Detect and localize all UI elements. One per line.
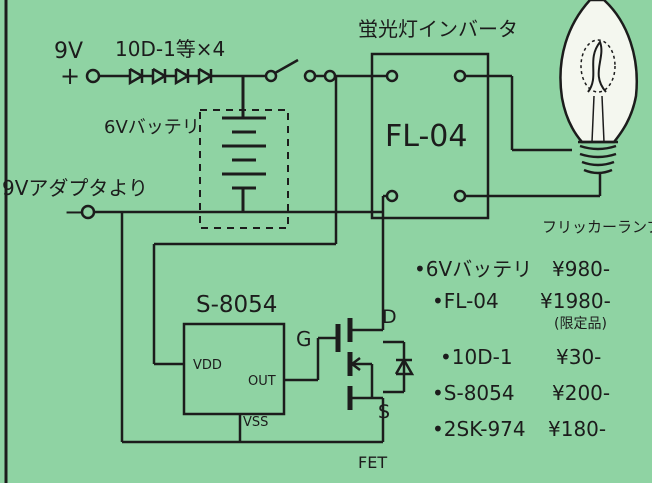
- diode-2: [151, 67, 168, 86]
- diode-4: [197, 67, 214, 86]
- adapter-label: 9Vアダプタより: [2, 176, 148, 200]
- part-note: (限定品): [554, 316, 607, 332]
- inverter-title: 蛍光灯インバータ: [358, 17, 518, 41]
- fet-symbol: [335, 212, 415, 442]
- diode-chain: [99, 67, 266, 86]
- part-name: •10D-1: [440, 345, 513, 369]
- part-price: ¥200-: [552, 381, 610, 405]
- lamp-label: フリッカーランプ: [542, 218, 652, 236]
- ic-body: [182, 322, 286, 416]
- fet-drain-label: D: [382, 306, 397, 328]
- power-switch: [264, 58, 383, 83]
- battery-label: 6Vバッテリ: [104, 117, 200, 138]
- part-price: ¥1980-: [540, 289, 611, 313]
- inverter-terminals: [381, 69, 602, 212]
- diode-1: [128, 67, 145, 86]
- diode-3: [174, 67, 191, 86]
- fet-label: FET: [358, 453, 387, 472]
- ic-model: S-8054: [196, 292, 277, 318]
- part-price: ¥30-: [556, 345, 601, 369]
- plus-label: +: [60, 62, 80, 90]
- part-price: ¥180-: [548, 417, 606, 441]
- part-name: •S-8054: [432, 381, 515, 405]
- part-price: ¥980-: [552, 257, 610, 281]
- part-name: •2SK-974: [432, 417, 526, 441]
- minus-label: −: [64, 198, 84, 226]
- input-voltage-label: 9V: [54, 39, 83, 64]
- flicker-lamp-icon: [559, 0, 638, 175]
- parts-list: •6Vバッテリ ¥980- •FL-04 ¥1980- (限定品) •10D-1…: [414, 257, 611, 441]
- inverter-box: [370, 52, 490, 220]
- part-name: •6Vバッテリ: [414, 257, 532, 281]
- ic-pin-vss: VSS: [243, 415, 268, 430]
- ic-pin-out: OUT: [248, 374, 276, 389]
- ic-wiring: [152, 76, 338, 442]
- diode-label: 10D-1等×4: [115, 37, 225, 61]
- inverter-model: FL-04: [385, 119, 467, 154]
- ic-pin-vdd: VDD: [193, 358, 222, 373]
- plus-terminal: [85, 68, 101, 84]
- battery-symbol: [222, 76, 266, 212]
- part-name: •FL-04: [432, 289, 499, 313]
- fet-gate-label: G: [296, 327, 312, 351]
